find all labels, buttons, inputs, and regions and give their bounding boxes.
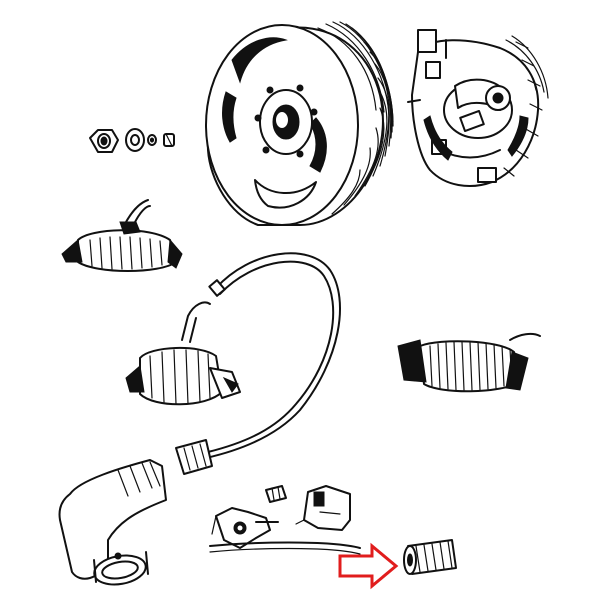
key: [163, 133, 175, 147]
stator-base-plate: [407, 29, 549, 187]
ht-lead: [205, 252, 341, 459]
small-washer: [147, 134, 157, 146]
spacer-sleeve: [403, 539, 457, 575]
contact-breaker: [211, 507, 279, 549]
flywheel-rotor: [205, 21, 394, 226]
condenser-bracket: [295, 485, 351, 531]
highlight-arrow-icon: [338, 542, 399, 590]
ignition-coil: [125, 301, 241, 406]
washer: [125, 128, 145, 152]
spark-plug-cap: [58, 439, 213, 586]
screw: [265, 485, 287, 503]
nut: [89, 129, 119, 153]
charging-coil: [397, 332, 541, 393]
lighting-coil: [61, 199, 183, 272]
